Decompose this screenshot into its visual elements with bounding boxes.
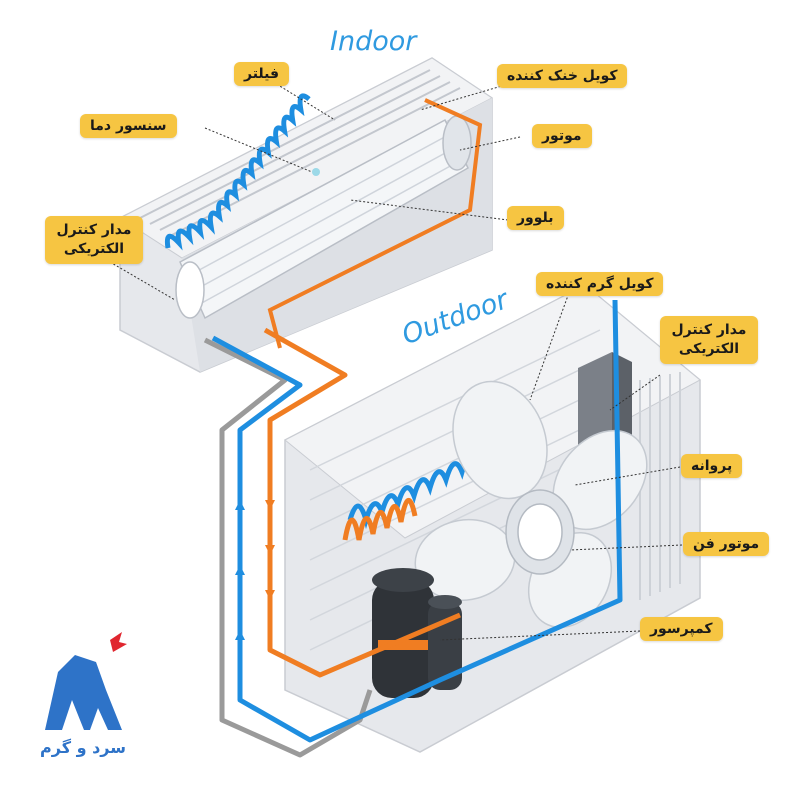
brand-text: سرد و گرم	[40, 738, 126, 757]
label-compressor: کمپرسور	[640, 617, 723, 641]
label-heating-coil: کویل گرم کننده	[536, 272, 664, 296]
label-temp-sensor: سنسور دما	[80, 114, 177, 138]
pipes	[203, 299, 623, 758]
label-cooling-coil: کویل خنک کننده	[497, 64, 628, 88]
heating-coil-orange	[342, 498, 418, 541]
blower-cylinder	[175, 115, 472, 320]
temp-sensor-dot	[312, 168, 320, 176]
indoor-title: Indoor	[330, 26, 417, 57]
label-fan-motor: موتور فن	[683, 532, 770, 556]
gray-pipe	[203, 337, 373, 758]
label-control-board-outdoor: مدار کنترل الکتریکی	[660, 316, 758, 364]
filter-grill	[139, 69, 461, 237]
fan-motor	[505, 489, 575, 575]
cooling-coil-indoor	[164, 93, 311, 251]
label-control-board-indoor: مدار کنترل الکتریکی	[45, 216, 143, 264]
brand-logo	[45, 632, 127, 730]
label-motor: موتور	[532, 124, 592, 148]
leader-lines	[109, 79, 683, 641]
fan-propeller	[414, 380, 648, 629]
label-filter: فیلتر	[234, 62, 290, 86]
label-blower: بلوور	[507, 206, 564, 230]
label-fan: پروانه	[681, 454, 743, 478]
indoor-unit	[119, 57, 493, 373]
outdoor-unit	[284, 284, 701, 753]
blue-pipe	[211, 299, 623, 743]
indoor-hot-line	[267, 98, 483, 349]
